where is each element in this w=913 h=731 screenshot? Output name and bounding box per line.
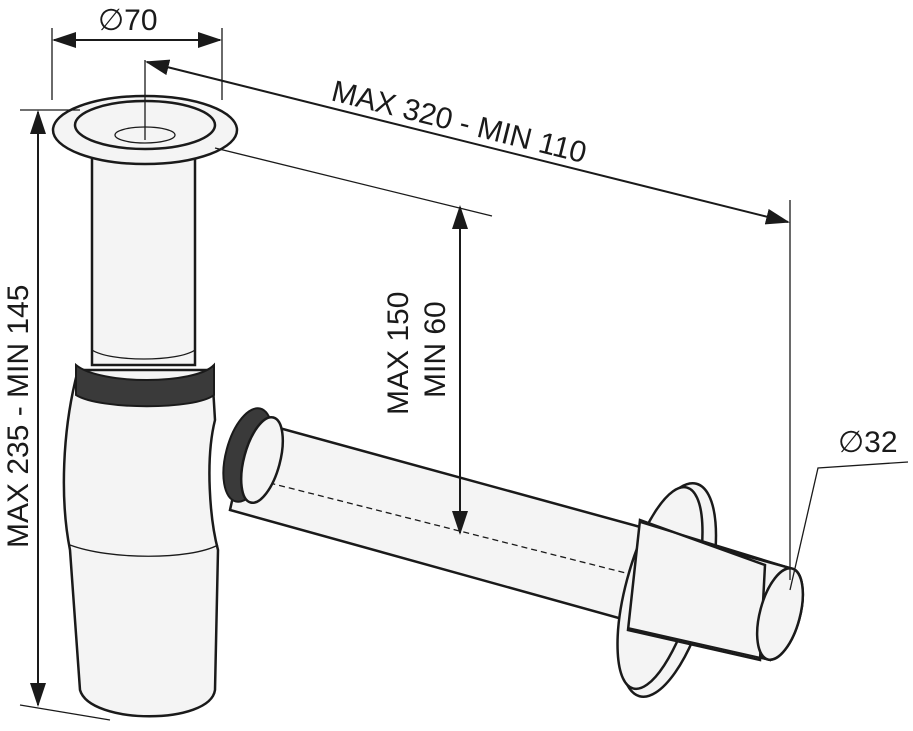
outlet-pipe xyxy=(228,418,805,699)
trap-body xyxy=(62,362,285,718)
outlet-height-max-label: MAX 150 xyxy=(382,292,415,415)
vertical-pipe xyxy=(90,148,197,367)
outlet-diameter-label: ∅32 xyxy=(838,426,898,459)
inlet-diameter-label: ∅70 xyxy=(98,4,158,37)
total-height-label: MAX 235 - MIN 145 xyxy=(2,285,35,548)
dimension-lines xyxy=(19,28,909,721)
outlet-height-min-label: MIN 60 xyxy=(419,301,452,398)
horizontal-length-label: MAX 320 - MIN 110 xyxy=(328,75,589,170)
seal-ring xyxy=(75,362,215,408)
